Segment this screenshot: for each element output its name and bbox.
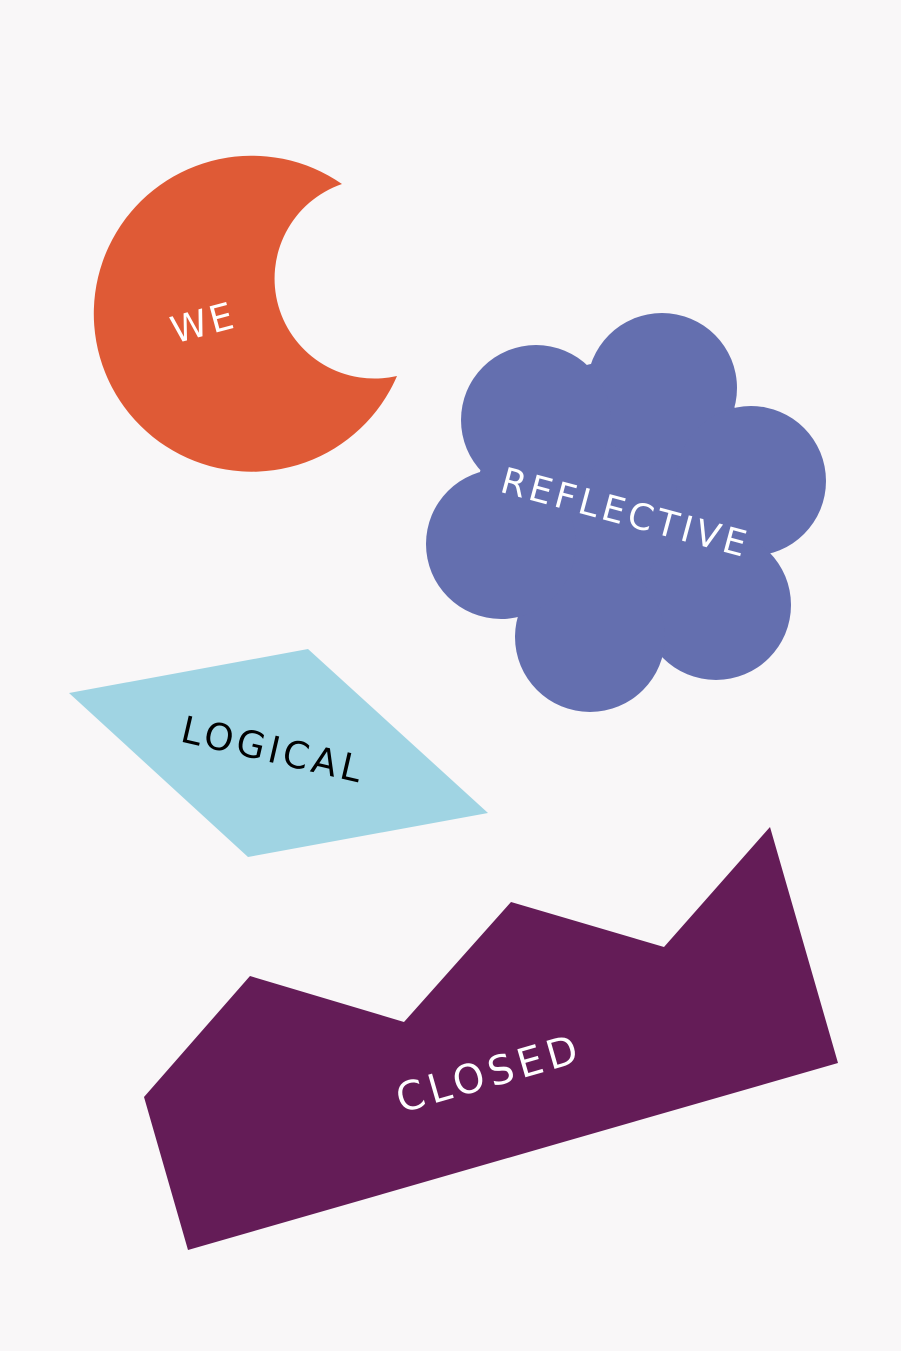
zigzag-shape — [144, 827, 838, 1250]
flower-shape-group: REFLECTIVE — [426, 313, 826, 712]
zigzag-shape-group: CLOSED — [144, 827, 838, 1250]
flower-shape — [426, 313, 826, 712]
moon-shape — [93, 155, 398, 472]
rhombus-shape — [69, 649, 488, 857]
rhombus-shape-group: LOGICAL — [69, 649, 488, 857]
moon-shape-group: WE — [93, 155, 398, 472]
